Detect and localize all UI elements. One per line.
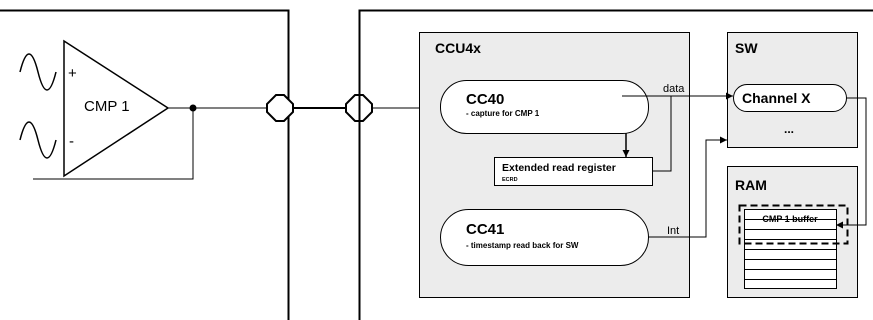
int-signal-label: Int [667,225,679,237]
comparator-minus-sign: - [69,133,74,150]
cc41-name: CC41 [466,221,504,238]
sine-wave-icon-minus [19,121,57,159]
ram-title: RAM [735,177,767,193]
ecrd-readout-wire [652,96,672,172]
ram-buffer-rows [744,209,837,289]
data-signal-label: data [663,83,685,95]
feedback-wire [33,108,194,180]
ecrd-sublabel: ECRD [502,177,518,183]
cc40-subtitle: - capture for CMP 1 [466,109,540,118]
sw-title: SW [735,40,758,56]
cc41-int-to-sw-arrow [648,136,727,238]
comparator-label: CMP 1 [84,98,130,115]
ccu4x-title: CCU4x [435,40,481,56]
sine-wave-icon-plus [19,53,57,91]
comparator-triangle [63,39,170,178]
comparator-plus-sign: + [68,65,77,82]
cc40-name: CC40 [466,91,504,108]
digital-domain-frame [358,9,873,320]
cmp1-buffer-label: CMP 1 buffer [762,214,818,224]
channel-x-to-buffer-arrow [836,97,867,229]
cc40-block [440,80,649,134]
sw-ellipsis: ... [784,122,794,136]
analog-domain-frame [0,9,290,320]
left-pin-connector [266,94,294,122]
channel-x-label: Channel X [742,90,811,106]
ecrd-label: Extended read register [502,162,616,174]
cc41-subtitle: - timestamp read back for SW [466,241,579,250]
